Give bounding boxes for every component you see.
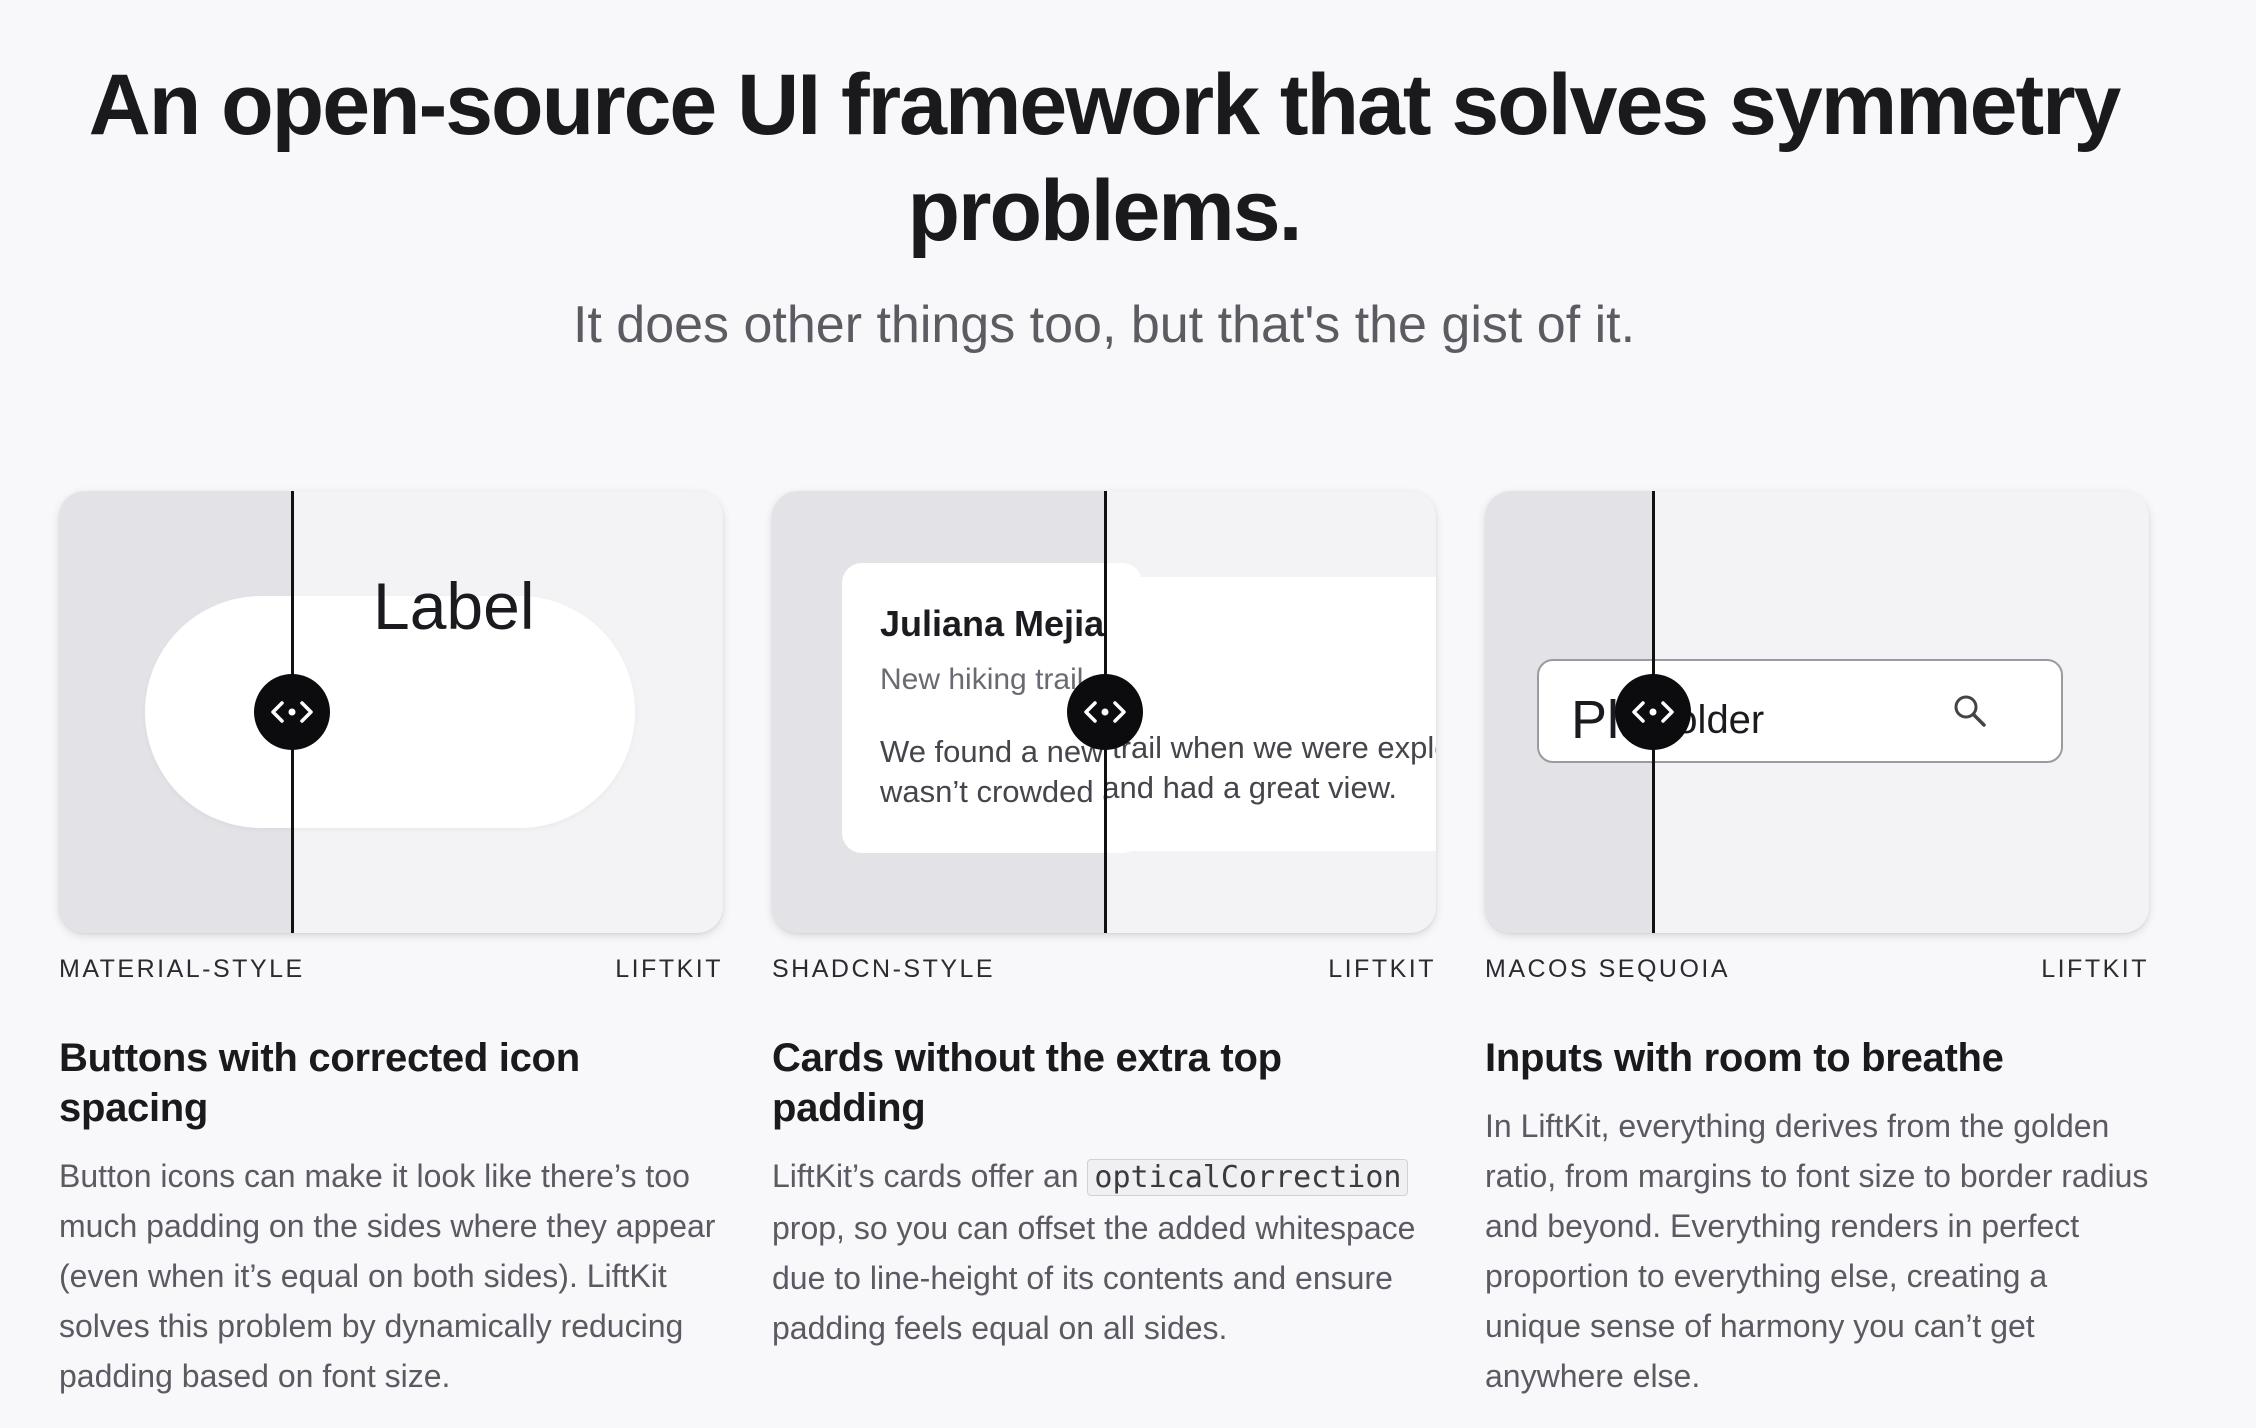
hero-title-line1: An open-source UI framework that solves … bbox=[88, 57, 2122, 153]
demo-card-after-body-line2: wasn’t crowded and had a great view. bbox=[1106, 770, 1397, 805]
tag-after: LIFTKIT bbox=[615, 955, 723, 983]
feature-card-inputs: Placeholder Placeholder MACOS SEQUOIA LI… bbox=[1485, 491, 2149, 1401]
comparison-tags: MATERIAL-STYLE LIFTKIT bbox=[59, 955, 723, 1015]
tag-before: MACOS SEQUOIA bbox=[1485, 955, 1731, 983]
search-icon bbox=[1954, 695, 1986, 727]
tag-after: LIFTKIT bbox=[1328, 955, 1436, 983]
drag-arrows-icon bbox=[1084, 701, 1126, 723]
demo-card-name: Juliana Mejia bbox=[880, 603, 1105, 644]
demo-card-after-clip: We found a new trail when we were explor… bbox=[1106, 577, 1436, 851]
hero-title-line2: problems. bbox=[907, 163, 1303, 259]
slider-handle[interactable] bbox=[254, 674, 330, 750]
feature-card-buttons: Label MATERIAL-STYLE LIFTKIT Buttons wit… bbox=[59, 491, 723, 1401]
card-body: In LiftKit, everything derives from the … bbox=[1485, 1108, 2149, 1394]
card-title: Inputs with room to breathe bbox=[1485, 1036, 2004, 1080]
comparison-slider-cards[interactable]: Juliana Mejia New hiking trail We found … bbox=[772, 491, 1436, 933]
tag-after: LIFTKIT bbox=[2041, 955, 2149, 983]
card-title: Cards without the extra top padding bbox=[772, 1036, 1282, 1130]
card-title: Buttons with corrected icon spacing bbox=[59, 1036, 580, 1130]
input-after-clip: Placeholder bbox=[1653, 661, 1953, 761]
comparison-tags: MACOS SEQUOIA LIFTKIT bbox=[1485, 955, 2149, 1015]
demo-button-label: Label bbox=[373, 569, 535, 643]
card-body: Button icons can make it look like there… bbox=[59, 1158, 716, 1394]
slider-handle[interactable] bbox=[1615, 674, 1691, 750]
slider-handle[interactable] bbox=[1067, 674, 1143, 750]
drag-arrows-icon bbox=[1632, 701, 1674, 723]
feature-card-cards: Juliana Mejia New hiking trail We found … bbox=[772, 491, 1436, 1353]
comparison-slider-buttons[interactable]: Label bbox=[59, 491, 723, 933]
demo-card-after-body-line1: We found a new trail when we were explor… bbox=[1106, 730, 1436, 765]
after-pill-half bbox=[292, 596, 635, 828]
tag-before: MATERIAL-STYLE bbox=[59, 955, 305, 983]
drag-arrows-icon bbox=[271, 701, 313, 723]
demo-card-body-line2: wasn’t crowded and had a great view. bbox=[880, 774, 1142, 809]
tag-before: SHADCN-STYLE bbox=[772, 955, 996, 983]
comparison-tags: SHADCN-STYLE LIFTKIT bbox=[772, 955, 1436, 1015]
code-snippet: opticalCorrection bbox=[1087, 1159, 1409, 1196]
card-body: LiftKit’s cards offer an opticalCorrecti… bbox=[772, 1151, 1436, 1353]
hero-subtitle: It does other things too, but that's the… bbox=[572, 296, 1636, 354]
demo-card-after: We found a new trail when we were explor… bbox=[1106, 577, 1436, 851]
demo-card-subtitle: New hiking trail bbox=[880, 663, 1084, 696]
comparison-slider-inputs[interactable]: Placeholder Placeholder bbox=[1485, 491, 2149, 933]
card-body-before: LiftKit’s cards offer an bbox=[772, 1158, 1079, 1194]
card-body-after: prop, so you can offset the added whites… bbox=[772, 1210, 1416, 1346]
hero-title: An open-source UI framework that solves … bbox=[0, 52, 2208, 264]
